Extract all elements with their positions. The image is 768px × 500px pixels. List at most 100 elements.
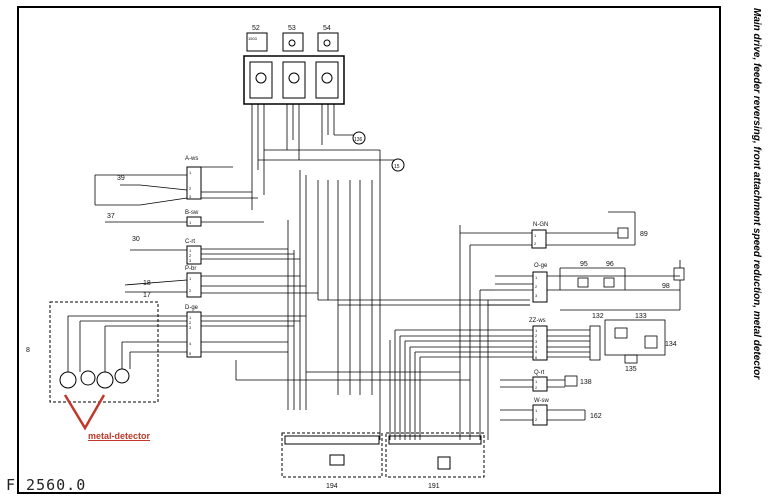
wiring-diagram: 52 53 54 1503 bbox=[17, 6, 721, 494]
component-96-relay-icon bbox=[603, 277, 615, 288]
svg-text:3: 3 bbox=[535, 339, 538, 344]
svg-text:5: 5 bbox=[535, 349, 538, 354]
svg-text:1: 1 bbox=[189, 315, 192, 320]
left-switches bbox=[94, 174, 188, 293]
component-138-label: 138 bbox=[580, 379, 592, 386]
relay-52-icon-text: 1503 bbox=[248, 36, 258, 41]
module-194: 194 bbox=[281, 432, 383, 490]
svg-text:2: 2 bbox=[535, 385, 538, 390]
connector-O-ge: O-ge 1 2 3 bbox=[495, 263, 680, 303]
component-98-coil-icon bbox=[673, 267, 685, 281]
svg-text:1: 1 bbox=[189, 220, 192, 225]
svg-text:1: 1 bbox=[535, 408, 538, 413]
component-98-label: 98 bbox=[662, 283, 670, 290]
connector-Q-rt: Q-rt 1 2 bbox=[500, 370, 565, 392]
metal-detector-annotation: metal-detector bbox=[88, 431, 151, 441]
component-39-label: 39 bbox=[117, 175, 125, 182]
component-162-label: 162 bbox=[590, 413, 602, 420]
metal-detector-pointer bbox=[63, 394, 106, 431]
relay-54-icon bbox=[317, 32, 339, 52]
svg-text:5: 5 bbox=[189, 351, 192, 356]
right-components bbox=[559, 211, 685, 420]
svg-text:3: 3 bbox=[535, 293, 538, 298]
svg-text:2: 2 bbox=[189, 320, 192, 325]
svg-text:6: 6 bbox=[535, 355, 538, 360]
relay-52-label: 52 bbox=[252, 25, 260, 32]
sensor-coil-icon bbox=[96, 371, 114, 389]
connector-N-GN-label: N-GN bbox=[533, 222, 548, 228]
svg-text:2: 2 bbox=[535, 417, 538, 422]
connector-C-rt-label: C-rt bbox=[185, 239, 195, 245]
relay-53-icon bbox=[282, 32, 304, 52]
component-30-label: 30 bbox=[132, 236, 140, 243]
relay-54-label: 54 bbox=[323, 25, 331, 32]
component-134-icon bbox=[644, 335, 658, 349]
svg-text:4: 4 bbox=[535, 344, 538, 349]
svg-text:1: 1 bbox=[534, 233, 537, 238]
component-17-label: 17 bbox=[143, 292, 151, 299]
connector-P-br-label: P-br bbox=[185, 266, 196, 272]
component-134-label: 134 bbox=[665, 341, 677, 348]
svg-text:2: 2 bbox=[534, 241, 537, 246]
connector-A-ws-label: A-ws bbox=[185, 156, 198, 162]
connector-W-sw-label: W-sw bbox=[534, 398, 550, 404]
component-133-box bbox=[604, 319, 666, 356]
component-132-label: 132 bbox=[592, 313, 604, 320]
component-132-block-icon bbox=[589, 325, 601, 361]
svg-text:3: 3 bbox=[189, 325, 192, 330]
sensor-lamp-icon bbox=[80, 370, 96, 386]
module-191-label: 191 bbox=[428, 483, 440, 490]
svg-text:2: 2 bbox=[189, 288, 192, 293]
module-194-label: 194 bbox=[326, 483, 338, 490]
component-135-icon bbox=[624, 354, 638, 364]
connector-N-GN: N-GN 1 2 bbox=[500, 222, 618, 249]
svg-text:2: 2 bbox=[535, 284, 538, 289]
component-96-label: 96 bbox=[606, 261, 614, 268]
sensor-switch-icon bbox=[114, 368, 130, 384]
component-95-label: 95 bbox=[580, 261, 588, 268]
svg-text:1: 1 bbox=[535, 328, 538, 333]
relay-52-icon bbox=[246, 32, 268, 52]
frame-border bbox=[17, 6, 721, 494]
connector-O-ge-label: O-ge bbox=[534, 263, 548, 269]
connector-P-br: P-br 1 2 bbox=[185, 266, 318, 298]
connector-C-rt: C-rt 1 2 3 bbox=[185, 239, 300, 265]
component-8-label: 8 bbox=[26, 347, 30, 354]
module-191: 191 bbox=[385, 432, 485, 490]
connector-D-ge-label: D-ge bbox=[185, 305, 199, 311]
svg-text:3: 3 bbox=[189, 194, 192, 199]
connector-ZZ-ws: ZZ-ws 1 2 3 4 5 6 bbox=[395, 318, 590, 361]
svg-text:1: 1 bbox=[535, 379, 538, 384]
svg-text:2: 2 bbox=[535, 333, 538, 338]
component-89-label: 89 bbox=[640, 231, 648, 238]
svg-text:1: 1 bbox=[189, 170, 192, 175]
connector-ZZ-ws-label: ZZ-ws bbox=[529, 318, 546, 324]
figure-id: F 2560.0 bbox=[6, 476, 87, 494]
component-18-label: 18 bbox=[143, 280, 151, 287]
ref-15-label: 15 bbox=[394, 164, 400, 170]
svg-text:1: 1 bbox=[189, 276, 192, 281]
svg-text:3: 3 bbox=[189, 258, 192, 263]
component-89-coil-icon bbox=[617, 227, 629, 239]
connector-A-ws: A-ws 1 2 3 bbox=[185, 156, 258, 200]
relay-53-label: 53 bbox=[288, 25, 296, 32]
component-95-relay-icon bbox=[577, 277, 589, 288]
connector-B-sw-label: B-sw bbox=[185, 210, 199, 216]
module-191-lamp-icon bbox=[437, 456, 451, 470]
component-133-label: 133 bbox=[635, 313, 647, 320]
svg-text:2: 2 bbox=[189, 186, 192, 191]
svg-text:1: 1 bbox=[535, 275, 538, 280]
sensor-coil-icon bbox=[59, 371, 77, 389]
connector-B-sw: B-sw 1 bbox=[185, 210, 264, 227]
svg-text:2: 2 bbox=[189, 253, 192, 258]
metal-detector-box: 8 bbox=[26, 301, 187, 431]
connector-W-sw: W-sw 1 2 bbox=[500, 398, 585, 426]
svg-text:1: 1 bbox=[189, 248, 192, 253]
ref-136-label: 136 bbox=[354, 137, 363, 143]
component-138-icon bbox=[564, 375, 578, 387]
connector-D-ge: D-ge 1 2 3 4 5 bbox=[185, 305, 306, 358]
ref-136-marker bbox=[352, 131, 366, 145]
lower-bus bbox=[235, 225, 530, 440]
component-135-label: 135 bbox=[625, 366, 637, 373]
